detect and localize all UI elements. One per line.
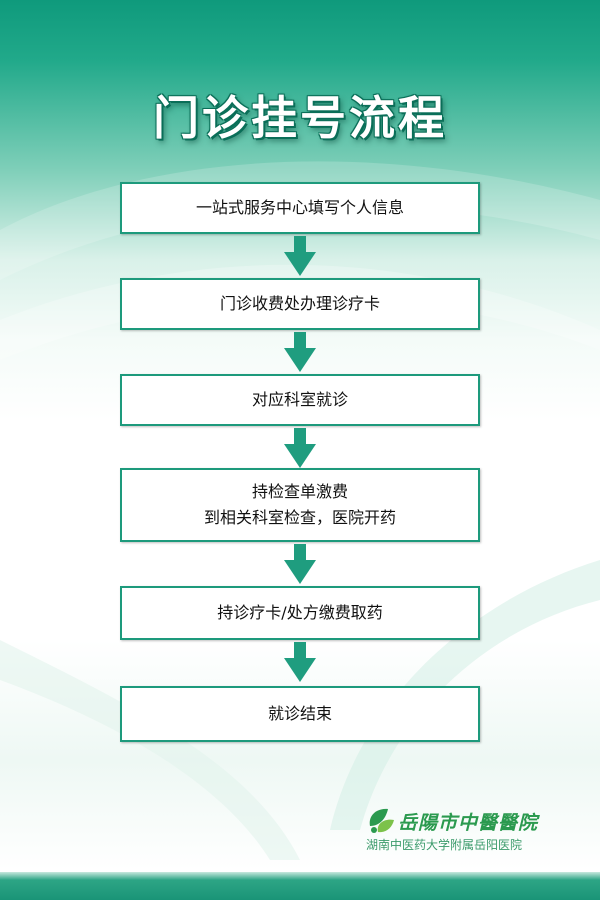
flow-step-3: 对应科室就诊: [120, 374, 480, 426]
down-arrow-icon: [284, 642, 316, 682]
step-4-text-line-1: 持检查单激费: [251, 482, 348, 501]
flow-step-1: 一站式服务中心填写个人信息: [120, 182, 480, 234]
step-4-text-line-2: 到相关科室检查，医院开药: [203, 508, 396, 527]
down-arrow-icon: [284, 544, 316, 584]
step-1-text: 一站式服务中心填写个人信息: [195, 198, 404, 217]
flow-step-4: 持检查单激费 到相关科室检查，医院开药: [120, 468, 480, 542]
hospital-affiliation: 湖南中医药大学附属岳阳医院: [366, 838, 523, 852]
step-2-text: 门诊收费处办理诊疗卡: [219, 294, 380, 313]
down-arrow-icon: [284, 428, 316, 468]
hospital-logo: 岳陽市中醫醫院 湖南中医药大学附属岳阳医院: [364, 804, 544, 856]
flow-step-2: 门诊收费处办理诊疗卡: [120, 278, 480, 330]
hospital-name: 岳陽市中醫醫院: [398, 812, 539, 834]
flow-step-6: 就诊结束: [120, 686, 480, 742]
step-5-text: 持诊疗卡/处方缴费取药: [217, 603, 383, 622]
page-title: 门诊挂号流程: [153, 91, 447, 145]
flow-step-5: 持诊疗卡/处方缴费取药: [120, 586, 480, 640]
step-3-text: 对应科室就诊: [251, 390, 348, 409]
down-arrow-icon: [284, 236, 316, 276]
step-6-text: 就诊结束: [267, 704, 332, 723]
down-arrow-icon: [284, 332, 316, 372]
footer-bar: [0, 872, 600, 900]
leaf-logo-icon: [369, 808, 394, 833]
